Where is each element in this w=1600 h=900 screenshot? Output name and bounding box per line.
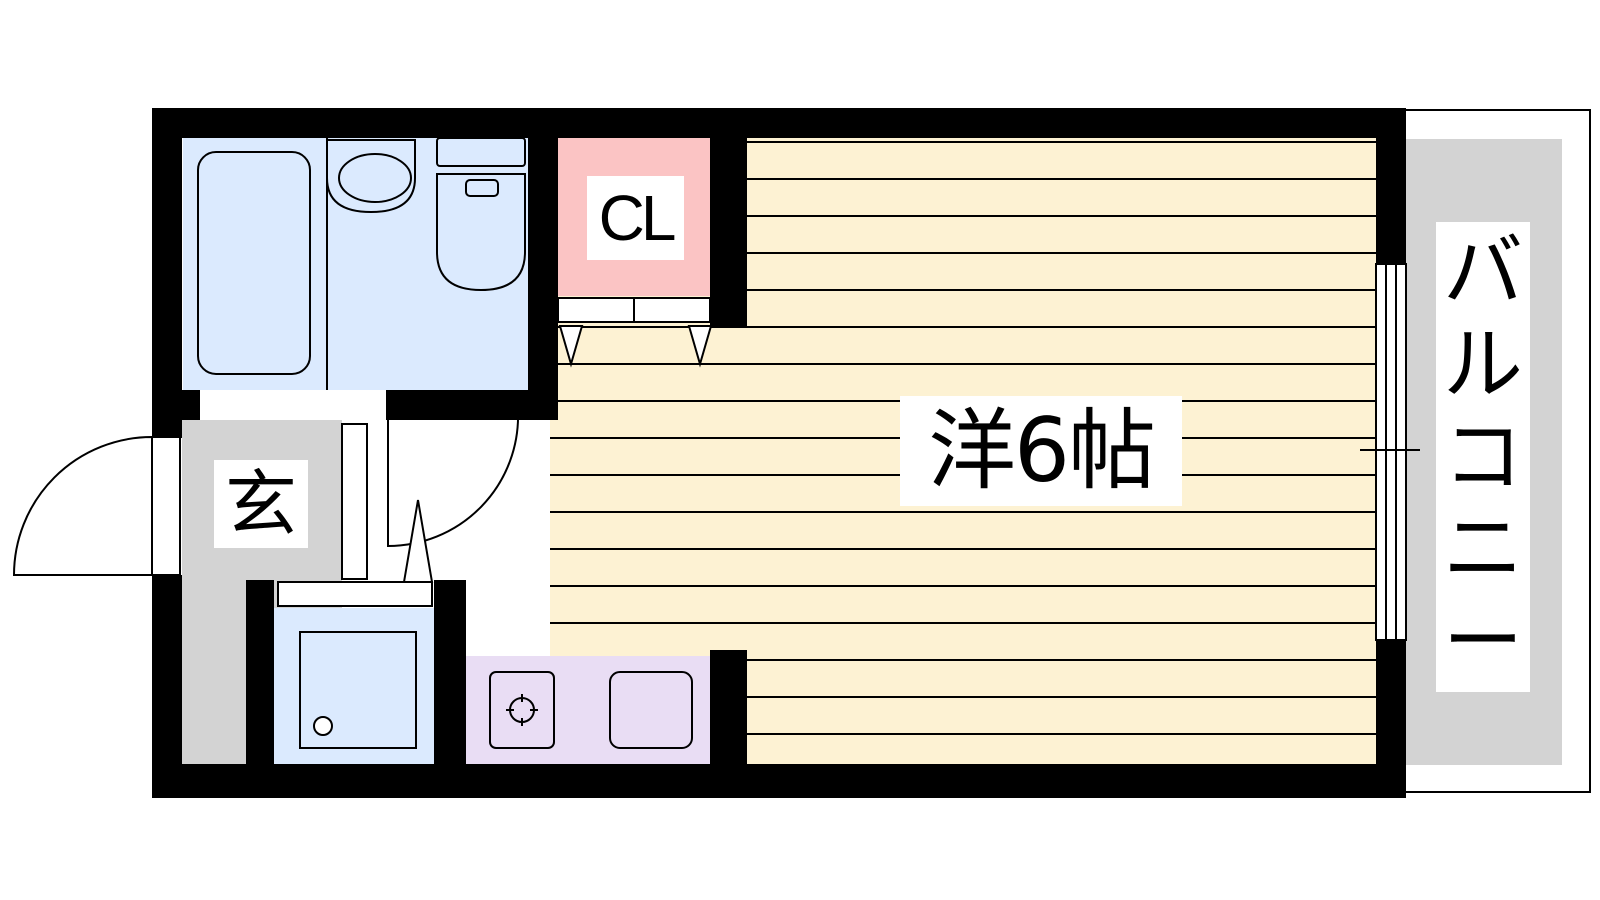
entrance-door-jamb (151, 436, 181, 576)
entrance-step (341, 423, 368, 580)
balcony-label: バ ル コ ニ ー (1436, 222, 1530, 692)
bathtub (197, 151, 311, 375)
closet-door-marker-left (558, 325, 584, 368)
sink (609, 671, 693, 749)
walls (152, 108, 1406, 798)
entrance-label: 玄 (214, 460, 308, 548)
washer-drain (313, 716, 333, 736)
closet-door-marker-right (687, 325, 713, 368)
balcony-label-char: ー (1443, 594, 1523, 688)
washer-shelf (277, 581, 433, 607)
balcony-label-char: ニ (1443, 502, 1523, 596)
main-room-label: 洋6帖 (900, 396, 1182, 506)
balcony-window (1375, 263, 1407, 641)
balcony-rail (1562, 139, 1588, 765)
balcony-label-char: コ (1443, 409, 1523, 503)
stove (489, 671, 555, 749)
washbasin-bowl (338, 153, 412, 203)
entrance-door-swing (12, 435, 153, 576)
balcony-label-char: バ (1443, 225, 1523, 319)
toilet-bowl (436, 173, 526, 292)
balcony-label-char: ル (1443, 317, 1523, 411)
closet-label: CL (587, 176, 684, 260)
toilet-tank (436, 137, 526, 167)
toilet-seat (465, 179, 499, 197)
